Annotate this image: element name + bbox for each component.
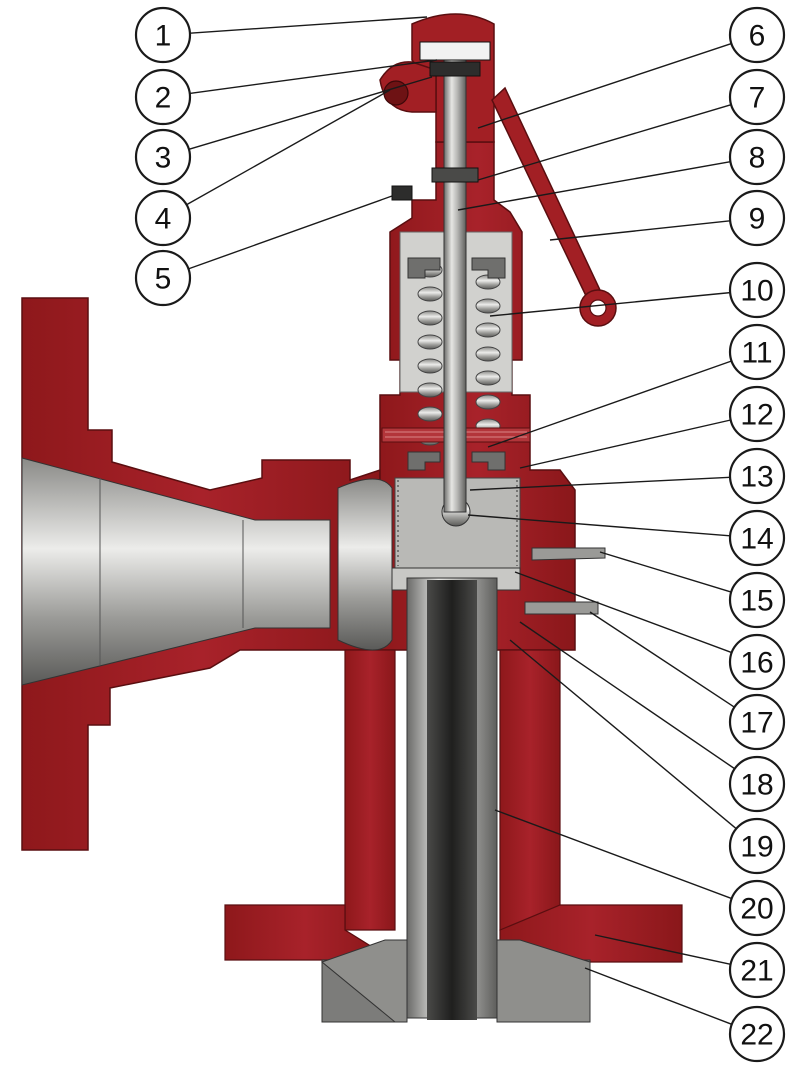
callout-number: 5: [155, 263, 172, 296]
callout-circle: [728, 385, 786, 443]
callout-leader-12: [519, 419, 731, 469]
callout-number: 1: [155, 20, 172, 53]
callout-number: 3: [155, 142, 172, 175]
callout-leader-5: [188, 195, 393, 270]
callout-number: 18: [740, 769, 773, 802]
callout-5: 5: [134, 249, 192, 307]
callout-14: 14: [728, 509, 786, 567]
callout-circle: [134, 189, 192, 247]
callout-circle: [728, 1005, 786, 1063]
callout-circle: [134, 6, 192, 64]
callout-leader-6: [477, 42, 732, 129]
callout-2: 2: [134, 68, 192, 126]
callout-leader-15: [599, 551, 732, 593]
callout-number: 9: [749, 203, 766, 236]
internals: [21, 41, 606, 1023]
callout-circle: [728, 447, 786, 505]
callout-circle: [728, 755, 786, 813]
callout-circle: [134, 249, 192, 307]
callout-leader-3: [188, 76, 433, 150]
callout-leader-19: [509, 639, 737, 830]
callout-10: 10: [728, 261, 786, 319]
callout-number: 13: [740, 461, 773, 494]
callout-11: 11: [728, 323, 786, 381]
callout-number: 15: [740, 585, 773, 618]
callout-leader-13: [469, 476, 731, 491]
callout-circle: [134, 68, 192, 126]
callout-number: 2: [155, 82, 172, 115]
callout-number: 8: [749, 142, 766, 175]
callout-9: 9: [728, 189, 786, 247]
callout-leader-11: [487, 360, 732, 448]
callout-8: 8: [728, 128, 786, 186]
callout-22: 22: [728, 1005, 786, 1063]
callout-leader-10: [489, 291, 731, 317]
callout-number: 6: [749, 20, 766, 53]
callout-number: 17: [740, 707, 773, 740]
callout-leader-7: [477, 104, 732, 181]
callout-circle: [728, 879, 786, 937]
callout-15: 15: [728, 571, 786, 629]
callout-16: 16: [728, 633, 786, 691]
callout-3: 3: [134, 128, 192, 186]
callout-circle: [728, 68, 786, 126]
callout-circle: [728, 6, 786, 64]
callout-leader-8: [457, 161, 731, 211]
callout-circle: [728, 128, 786, 186]
callout-leader-4: [186, 89, 391, 206]
callout-number: 10: [740, 275, 773, 308]
callout-number: 11: [741, 337, 772, 370]
callout-21: 21: [728, 941, 786, 999]
callout-number: 20: [740, 893, 773, 926]
callout-6: 6: [728, 6, 786, 64]
callout-leader-21: [594, 934, 731, 965]
callout-19: 19: [728, 817, 786, 875]
callout-number: 22: [740, 1019, 773, 1052]
callout-leader-9: [549, 220, 731, 241]
callout-circle: [728, 633, 786, 691]
callout-20: 20: [728, 879, 786, 937]
callout-number: 14: [740, 523, 773, 556]
callout-leader-22: [584, 967, 733, 1025]
callout-circle: [728, 509, 786, 567]
callout-circle: [728, 571, 786, 629]
callout-4: 4: [134, 189, 192, 247]
callout-number: 16: [740, 647, 773, 680]
callout-circle: [728, 323, 786, 381]
callout-leader-2: [189, 59, 438, 95]
callout-13: 13: [728, 447, 786, 505]
callout-1: 1: [134, 6, 192, 64]
callout-leader-18: [519, 621, 736, 770]
callout-7: 7: [728, 68, 786, 126]
callout-leader-14: [467, 514, 731, 537]
callout-number: 4: [155, 203, 172, 236]
callout-number: 19: [740, 831, 773, 864]
callout-number: 12: [740, 399, 773, 432]
callout-circle: [728, 941, 786, 999]
set-screw: [391, 185, 413, 201]
callout-circle: [728, 693, 786, 751]
callout-12: 12: [728, 385, 786, 443]
callout-leader-17: [589, 611, 735, 708]
callout-leader-16: [514, 571, 732, 654]
callout-number: 21: [740, 955, 773, 988]
callout-18: 18: [728, 755, 786, 813]
callout-leader-20: [494, 809, 732, 900]
callout-leader-1: [189, 16, 428, 34]
callout-number: 7: [749, 82, 766, 115]
callout-17: 17: [728, 693, 786, 751]
callout-circle: [728, 817, 786, 875]
callout-circle: [134, 128, 192, 186]
callout-circle: [728, 261, 786, 319]
callout-circle: [728, 189, 786, 247]
